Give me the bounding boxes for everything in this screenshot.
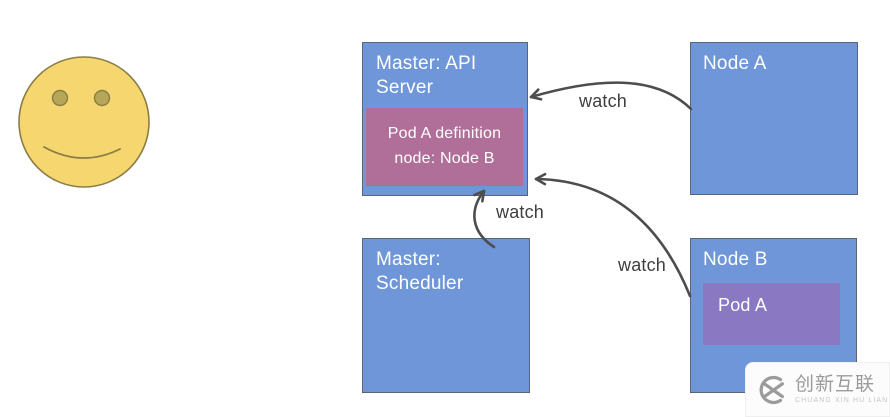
watermark: 创新互联 CHUANG XIN HU LIAN: [745, 362, 890, 417]
box-master-api-server-label: Master: API Server: [376, 53, 477, 98]
arrow-node-b-to-api-server: [534, 172, 692, 298]
watermark-logo-icon: [759, 375, 784, 404]
box-node-a: Node A: [690, 42, 858, 195]
box-node-a-label: Node A: [703, 53, 767, 74]
watch-label-scheduler: watch: [496, 202, 545, 222]
smiley-mouth: [43, 146, 121, 159]
box-pod-a: Pod A: [703, 283, 840, 345]
box-pod-a-definition: Pod A definition node: Node B: [366, 108, 523, 186]
box-master-scheduler-label: Master: Scheduler: [376, 249, 464, 294]
smiley-face-icon: [18, 56, 150, 188]
box-master-scheduler: Master: Scheduler: [362, 238, 530, 393]
watch-label-node-a: watch: [579, 91, 628, 111]
box-node-b-label: Node B: [703, 249, 768, 270]
box-pod-a-label: Pod A: [718, 295, 768, 315]
watermark-subtext: CHUANG XIN HU LIAN: [795, 396, 889, 404]
watch-label-node-b: watch: [618, 255, 667, 275]
smiley-right-eye: [93, 89, 111, 107]
box-pod-a-definition-label: Pod A definition node: Node B: [387, 125, 502, 167]
watermark-brand-text: 创新互联: [795, 373, 876, 395]
smiley-left-eye: [51, 89, 69, 107]
